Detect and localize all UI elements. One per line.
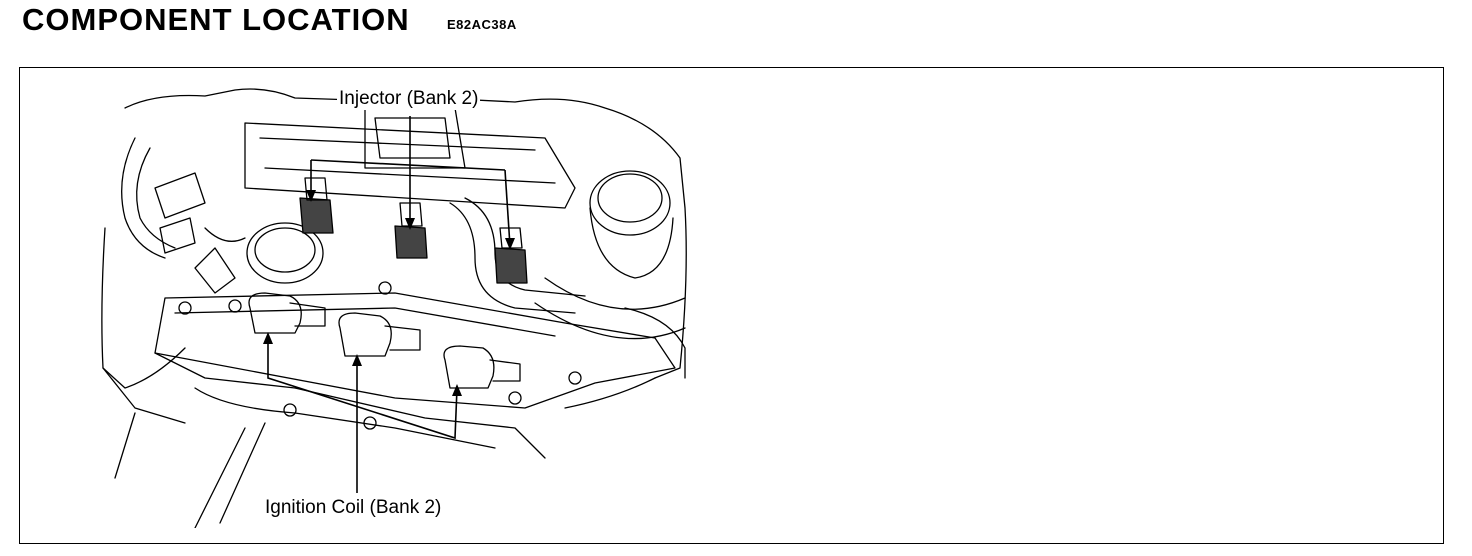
engine-illustration [101, 88, 687, 528]
injector-1 [299, 197, 334, 234]
injector-2 [394, 225, 428, 259]
ignition-coil-2 [338, 312, 392, 357]
injector-label: Injector (Bank 2) [337, 88, 481, 110]
coil-leader-bracket [267, 336, 458, 440]
ignition-coil-3 [443, 345, 495, 389]
reference-code: E82AC38A [447, 17, 517, 32]
engine-outline [124, 88, 687, 379]
ignition-coil-label: Ignition Coil (Bank 2) [263, 497, 444, 519]
ignition-coil-1 [248, 292, 302, 334]
page-title: COMPONENT LOCATION [22, 2, 410, 37]
injector-leader-bracket [310, 159, 506, 171]
figure-frame [19, 67, 1444, 544]
injector-3 [494, 247, 528, 284]
